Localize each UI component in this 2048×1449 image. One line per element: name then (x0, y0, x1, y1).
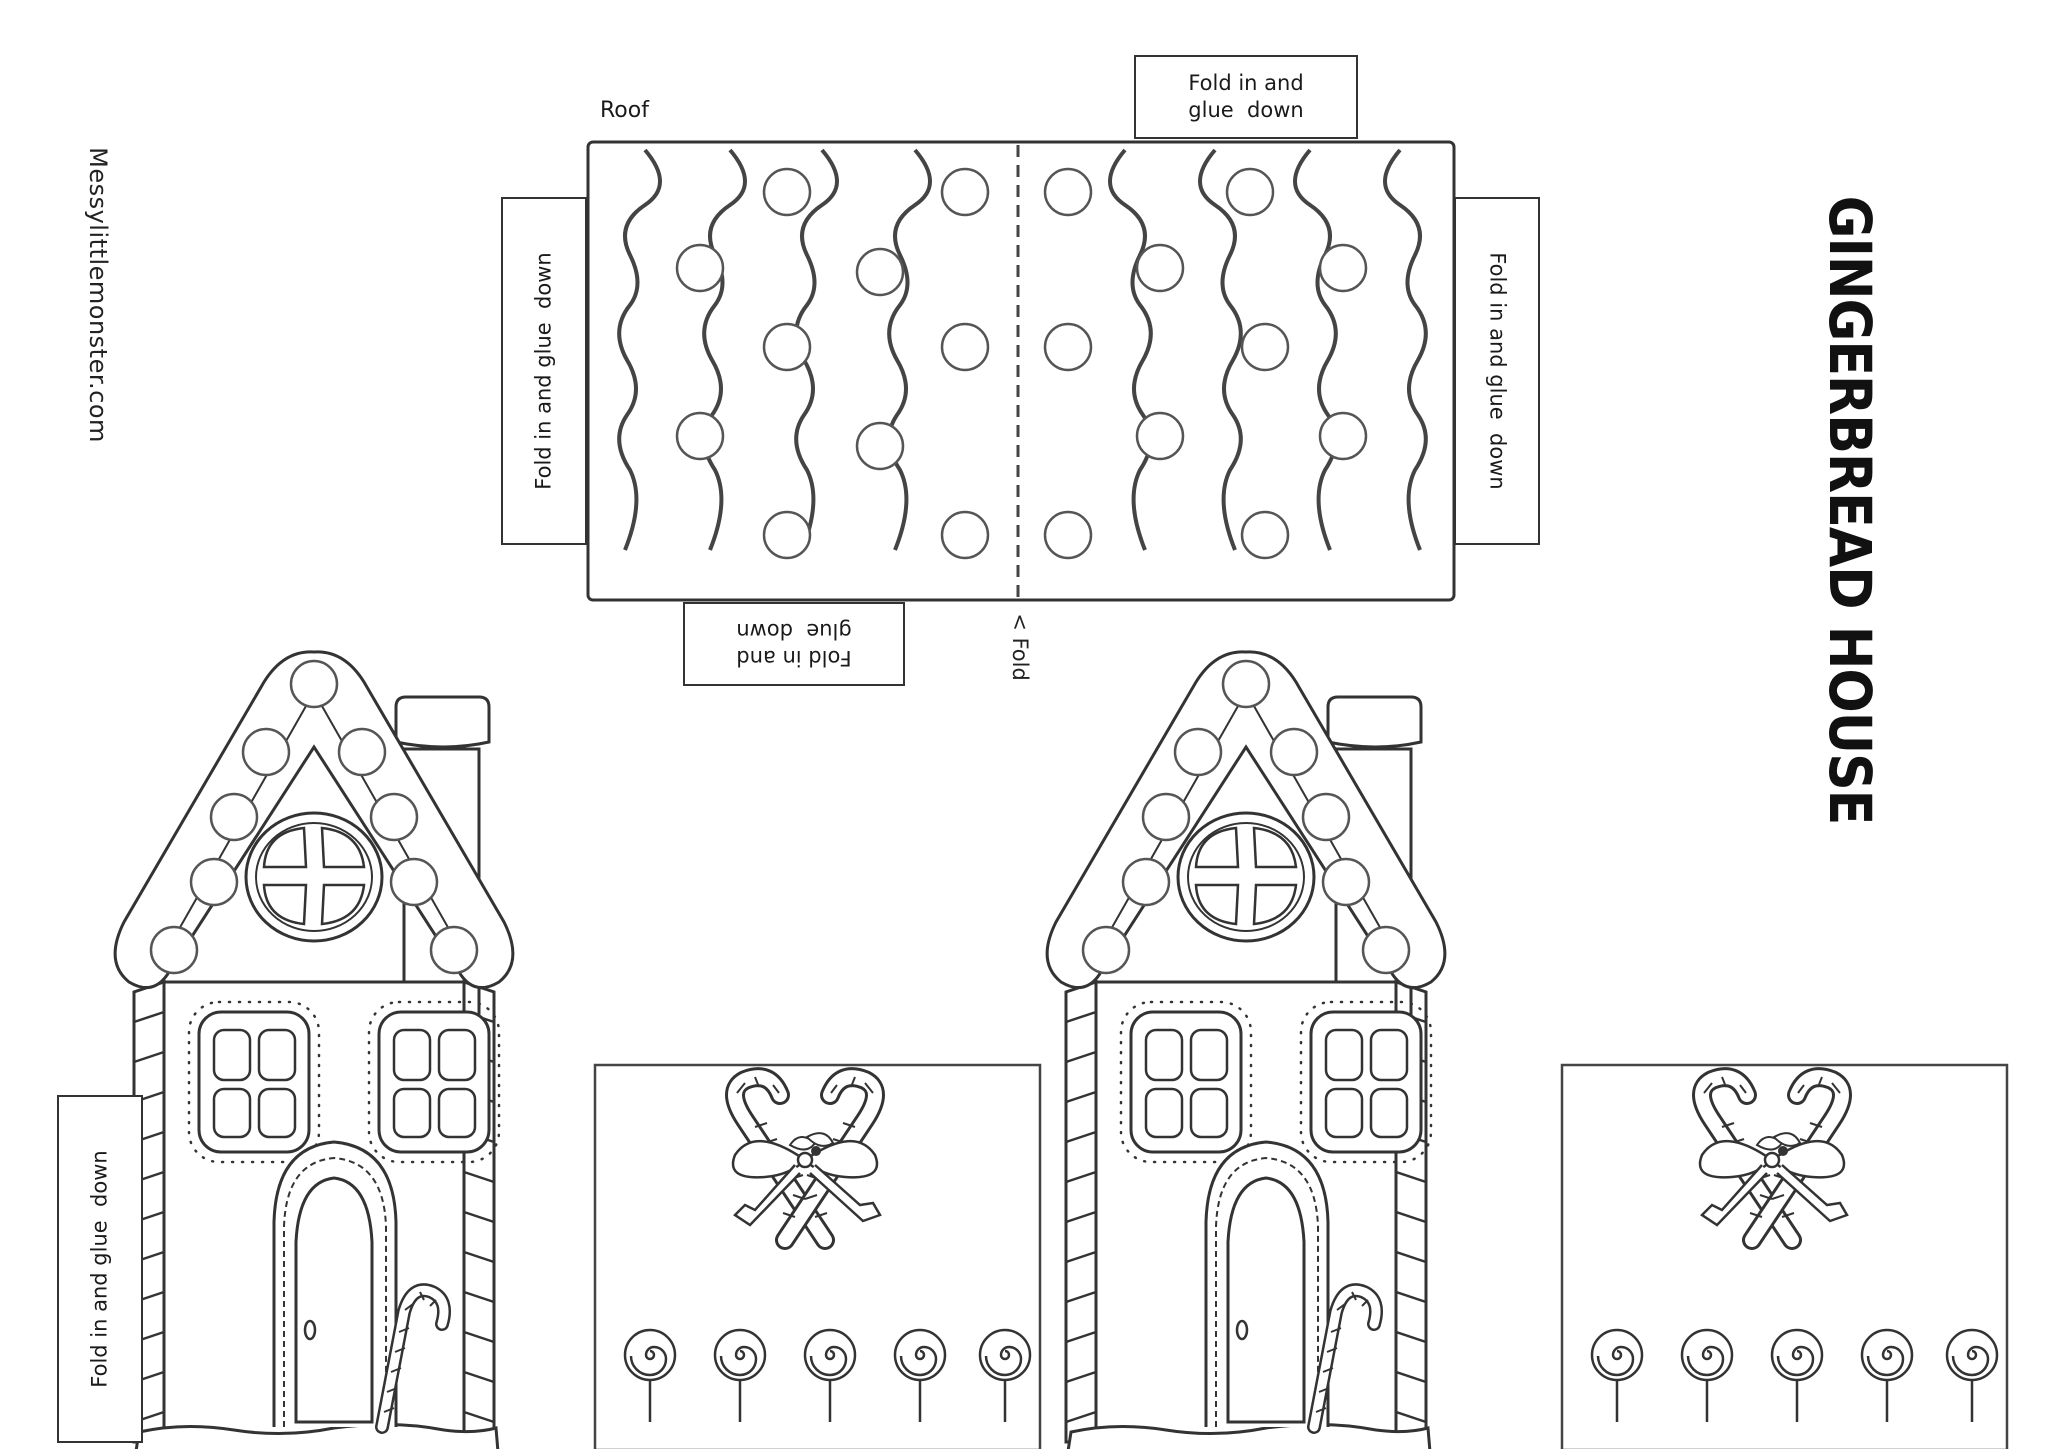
side-wall-left (595, 1065, 1040, 1449)
glue-tab-roof-bottom: Fold in and glue down (683, 602, 905, 686)
roof-label: Roof (600, 98, 649, 123)
website-credit: Messylittlemonster.com (84, 147, 112, 443)
glue-tab-house-left: Fold in and glue down (57, 1095, 143, 1443)
glue-tab-roof-left: Fold in and glue down (501, 197, 587, 545)
house-front-right (1047, 652, 1445, 1449)
roof-panel (586, 140, 1456, 602)
side-wall-right (1562, 1065, 2007, 1449)
page-title: GINGERBREAD HOUSE (1816, 195, 1884, 825)
glue-tab-roof-right: Fold in and glue down (1454, 197, 1540, 545)
house-front-left (115, 652, 513, 1449)
fold-line-label: < Fold (1008, 613, 1032, 681)
glue-tab-roof-top: Fold in and glue down (1134, 55, 1358, 139)
